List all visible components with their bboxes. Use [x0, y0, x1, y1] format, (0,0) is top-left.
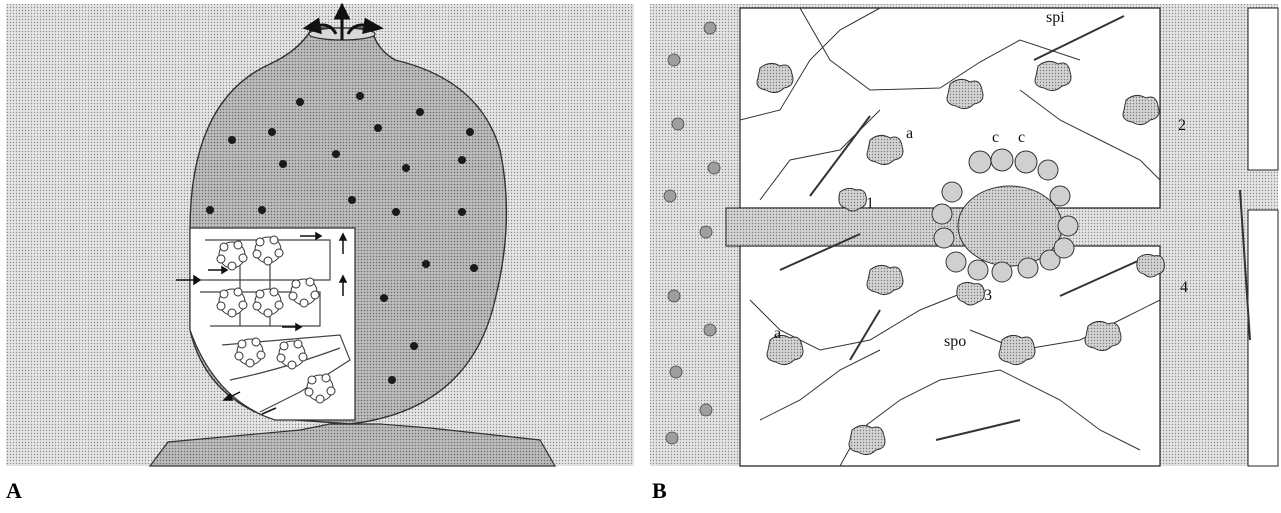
label-a-bottom: a	[774, 325, 781, 342]
right-chamber-lower	[1248, 210, 1278, 466]
panel-b: spi a c c 1 2 3 4 a spo B	[640, 0, 1281, 508]
panel-letter-b: B	[652, 478, 667, 504]
upper-chamber	[740, 8, 1160, 208]
label-4: 4	[1180, 279, 1188, 296]
sponge-tissue-diagram: spi a c c 1 2 3 4 a spo	[640, 0, 1281, 508]
panel-letter-a: A	[6, 478, 22, 504]
label-3: 3	[984, 287, 992, 304]
panel-a: A	[0, 0, 640, 508]
sponge-body-diagram	[0, 0, 640, 508]
label-c2: c	[1018, 129, 1025, 146]
label-spi: spi	[1046, 9, 1065, 26]
label-2: 2	[1178, 117, 1186, 134]
label-a-top: a	[906, 125, 913, 142]
label-spo: spo	[944, 333, 966, 350]
label-c1: c	[992, 129, 999, 146]
right-chamber-upper	[1248, 8, 1278, 170]
label-1: 1	[866, 195, 874, 212]
